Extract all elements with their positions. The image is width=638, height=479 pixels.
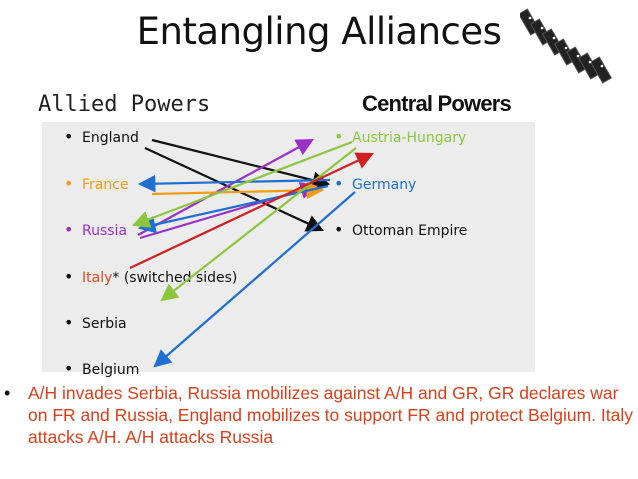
allied-name: Russia (82, 223, 128, 239)
bullet: • (64, 220, 74, 239)
central-name: Ottoman Empire (352, 223, 468, 239)
arrow-italy-austria-hungary (129, 152, 374, 269)
allied-item-italy: • Italy* (switched sides) (64, 267, 237, 286)
central-name: Austria-Hungary (352, 130, 467, 146)
allied-item-england: • England (64, 127, 139, 146)
arrow-germany-france (137, 174, 331, 193)
bullet: • (64, 359, 74, 378)
allied-name: France (82, 177, 129, 193)
bullet: • (334, 220, 344, 239)
bullet: • (64, 267, 74, 286)
bullet: • (4, 383, 11, 403)
allied-note: * (switched sides) (112, 270, 238, 286)
bullet: • (64, 313, 74, 332)
arrow-germany-belgium (153, 191, 356, 368)
alliances-panel (42, 122, 535, 372)
arrow-austria-hungary-russia (131, 140, 353, 228)
arrow-austria-hungary-serbia (160, 147, 357, 302)
arrow-england-ottoman (144, 147, 324, 232)
allied-item-russia: • Russia (64, 220, 127, 239)
bullet: • (334, 127, 344, 146)
central-item-germany: • Germany (334, 174, 416, 193)
bullet: • (64, 174, 74, 193)
allied-name: England (82, 130, 139, 146)
arrow-england-germany (151, 138, 331, 189)
allied-name: Serbia (82, 316, 127, 332)
allied-powers-header: Allied Powers (38, 92, 211, 117)
bullet: • (64, 127, 74, 146)
summary-paragraph: • A/H invades Serbia, Russia mobilizes a… (4, 382, 634, 448)
central-name: Germany (352, 177, 417, 193)
slide-title: Entangling Alliances (136, 10, 502, 53)
summary-text: A/H invades Serbia, Russia mobilizes aga… (28, 383, 634, 447)
allied-name: Italy (82, 270, 113, 286)
allied-item-belgium: • Belgium (64, 359, 139, 378)
allied-item-serbia: • Serbia (64, 313, 127, 332)
central-powers-header: Central Powers (362, 91, 512, 116)
allied-name: Belgium (82, 362, 140, 378)
falling-dominoes-icon (520, 8, 613, 84)
arrow-russia-austria-hungary (137, 138, 314, 236)
allied-item-france: • France (64, 174, 129, 193)
central-item-ottoman-empire: • Ottoman Empire (334, 220, 467, 239)
bullet: • (334, 174, 344, 193)
arrow-germany-russia (137, 184, 329, 234)
central-item-austria-hungary: • Austria-Hungary (334, 127, 466, 146)
